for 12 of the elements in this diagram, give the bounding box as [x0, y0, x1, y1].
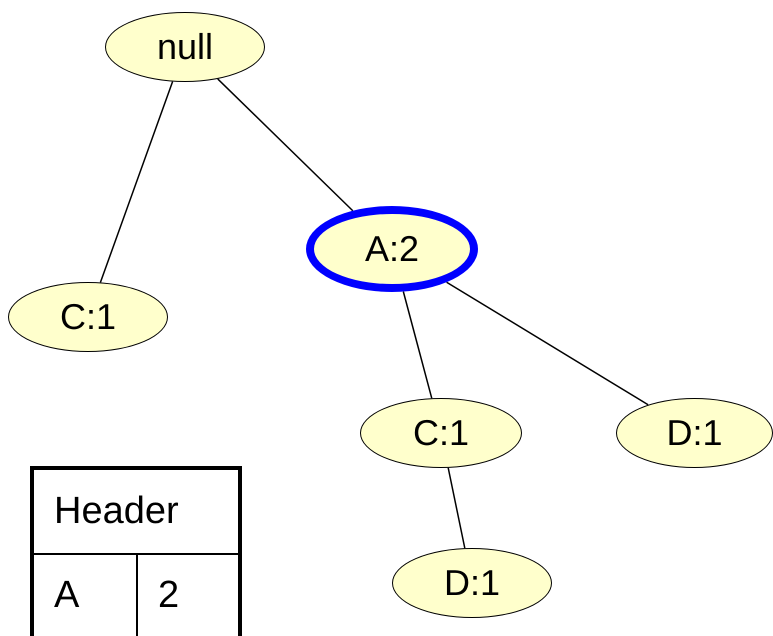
node-label: D:1	[666, 412, 723, 454]
node-label: C:1	[60, 296, 116, 338]
node-label: D:1	[444, 562, 500, 604]
table-cell: Header	[34, 470, 238, 555]
table-cell: A	[34, 555, 138, 636]
node-label: null	[156, 26, 214, 68]
node-label: A:2	[364, 228, 420, 270]
node-label: C:1	[412, 412, 470, 454]
connector-line	[447, 468, 466, 548]
connector-line	[100, 81, 174, 283]
table-cell-text: 2	[157, 573, 180, 618]
connector-line	[402, 291, 432, 398]
